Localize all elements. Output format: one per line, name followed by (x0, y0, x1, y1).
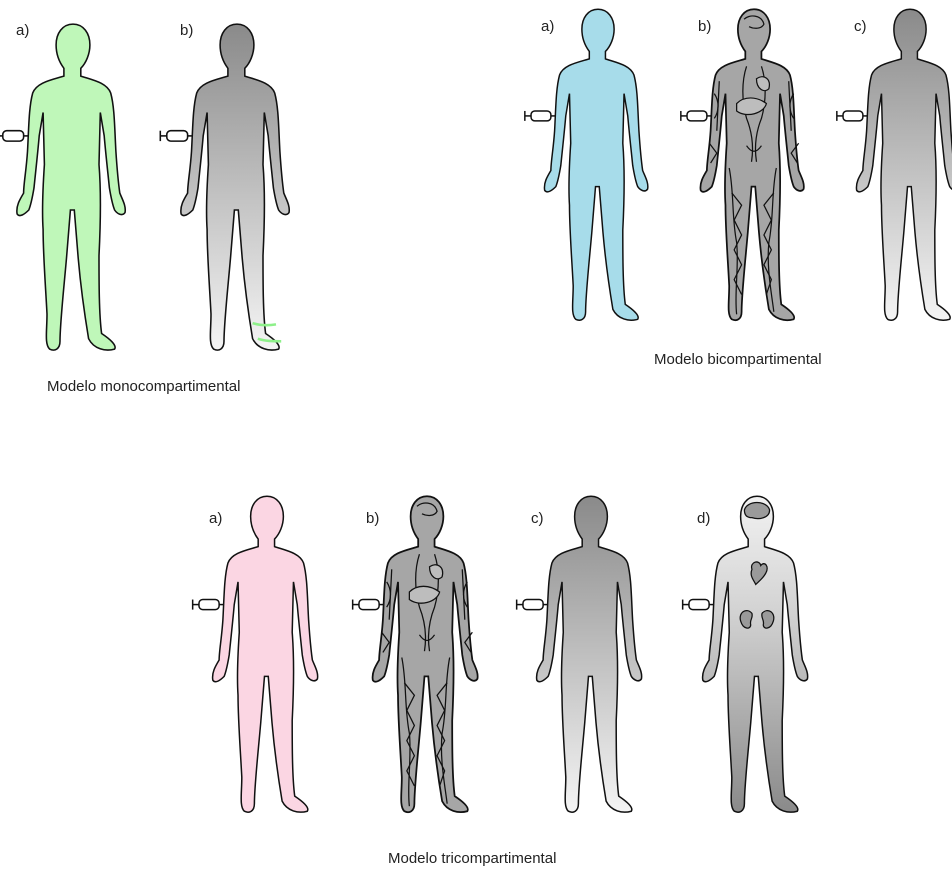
syringe-icon (525, 111, 558, 121)
syringe-icon (193, 600, 227, 610)
kidney-icon (740, 611, 752, 629)
brain-icon (744, 503, 769, 519)
tri-figure-c (528, 490, 654, 825)
body-silhouette (544, 9, 647, 320)
syringe-icon (517, 600, 551, 610)
tri-figure-d (694, 490, 820, 825)
body-silhouette (856, 9, 952, 320)
body-silhouette (537, 496, 642, 812)
bi-caption: Modelo bicompartimental (654, 351, 822, 368)
kidney-icon (762, 611, 774, 629)
syringe-icon (683, 600, 717, 610)
tri-figure-b (364, 490, 490, 825)
syringe-icon (353, 600, 387, 610)
bi-figure-b (692, 4, 816, 332)
mono-figure-b (172, 18, 302, 363)
body-silhouette (700, 9, 803, 320)
mono-figure-a (8, 18, 138, 363)
bi-figure-c (848, 4, 952, 332)
tri-figure-a (204, 490, 330, 825)
body-silhouette (213, 496, 318, 812)
body-silhouette (181, 24, 289, 350)
body-silhouette (703, 496, 808, 812)
syringe-icon (681, 111, 714, 121)
body-silhouette (17, 24, 125, 350)
body-silhouette (373, 496, 478, 812)
syringe-icon (0, 131, 31, 141)
mono-caption: Modelo monocompartimental (47, 378, 240, 395)
tri-caption: Modelo tricompartimental (388, 850, 556, 867)
bi-figure-a (536, 4, 660, 332)
syringe-icon (160, 131, 195, 141)
syringe-icon (837, 111, 870, 121)
